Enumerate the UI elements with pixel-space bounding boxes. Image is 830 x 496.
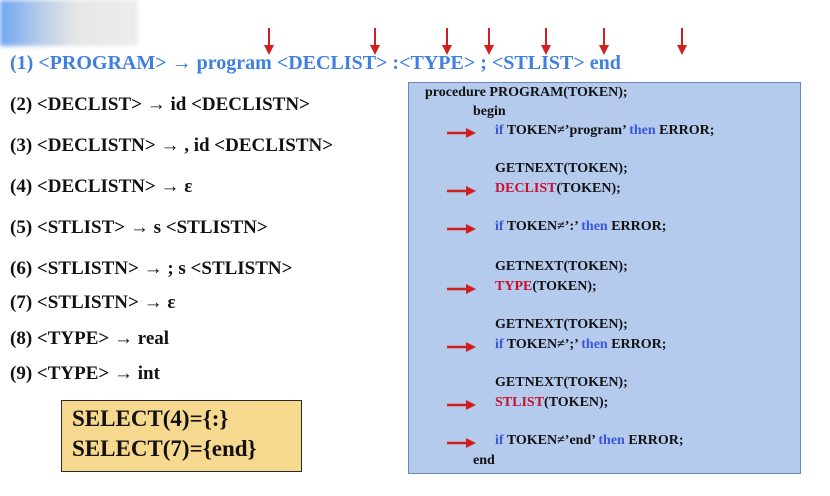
right-arrow-icon: [447, 438, 476, 448]
getnext-line: GETNEXT(TOKEN);: [495, 259, 628, 274]
error-call: ERROR;: [659, 123, 715, 138]
grammar-rule-5: (5) <STLIST> → s <STLISTN>: [10, 217, 268, 238]
call-args: (TOKEN);: [532, 279, 597, 294]
condition-text: TOKEN≠’end’: [506, 433, 595, 448]
check-program-line: if TOKEN≠’program’ then ERROR;: [495, 123, 714, 139]
error-call: ERROR;: [611, 337, 667, 352]
if-keyword: if: [495, 433, 504, 448]
stlist-call-line: STLIST(TOKEN);: [495, 395, 608, 411]
down-arrow-icon: [484, 28, 494, 55]
grammar-rule-7: (7) <STLISTN> → ε: [10, 292, 176, 313]
right-arrow-icon: [447, 342, 476, 352]
then-keyword: then: [581, 337, 608, 352]
procedure-code-panel: procedure PROGRAM(TOKEN); begin if TOKEN…: [408, 82, 801, 474]
down-arrow-icon: [370, 28, 380, 55]
right-arrow-icon: [447, 186, 476, 196]
getnext-line: GETNEXT(TOKEN);: [495, 375, 628, 390]
check-semicolon-line: if TOKEN≠’;’ then ERROR;: [495, 337, 666, 353]
declist-call-line: DECLIST(TOKEN);: [495, 181, 621, 197]
call-args: (TOKEN);: [544, 395, 609, 410]
if-keyword: if: [495, 219, 504, 234]
if-keyword: if: [495, 123, 504, 138]
select-set-line-1: SELECT(4)={:}: [72, 406, 229, 431]
check-end-line: if TOKEN≠’end’ then ERROR;: [495, 433, 684, 449]
down-arrow-icon: [264, 28, 274, 55]
right-arrow-icon: [447, 128, 476, 138]
if-keyword: if: [495, 337, 504, 352]
blurred-logo: [0, 0, 138, 46]
call-args: (TOKEN);: [556, 181, 621, 196]
stlist-call-name: STLIST: [495, 395, 545, 410]
grammar-rule-6: (6) <STLISTN> → ; s <STLISTN>: [10, 258, 293, 279]
select-set-line-2: SELECT(7)={end}: [72, 436, 257, 461]
select-sets-box: SELECT(4)={:} SELECT(7)={end}: [61, 400, 302, 472]
condition-text: TOKEN≠’program’: [506, 123, 626, 138]
begin-keyword: begin: [473, 104, 506, 119]
grammar-rule-3: (3) <DECLISTN> → , id <DECLISTN>: [10, 135, 334, 156]
getnext-line: GETNEXT(TOKEN);: [495, 317, 628, 332]
procedure-header: procedure PROGRAM(TOKEN);: [425, 85, 628, 100]
error-call: ERROR;: [611, 219, 667, 234]
then-keyword: then: [598, 433, 625, 448]
grammar-rule-1: (1) <PROGRAM> → program <DECLIST> :<TYPE…: [10, 52, 621, 74]
type-call-name: TYPE: [495, 279, 533, 294]
grammar-rule-2: (2) <DECLIST> → id <DECLISTN>: [10, 94, 310, 115]
down-arrow-icon: [677, 28, 687, 55]
then-keyword: then: [629, 123, 656, 138]
right-arrow-icon: [447, 224, 476, 234]
right-arrow-icon: [447, 284, 476, 294]
down-arrow-icon: [442, 28, 452, 55]
end-keyword: end: [473, 453, 495, 468]
check-colon-line: if TOKEN≠’:’ then ERROR;: [495, 219, 666, 235]
right-arrow-icon: [447, 400, 476, 410]
getnext-line: GETNEXT(TOKEN);: [495, 161, 628, 176]
down-arrow-icon: [541, 28, 551, 55]
declist-call-name: DECLIST: [495, 181, 557, 196]
grammar-rule-8: (8) <TYPE> → real: [10, 328, 170, 349]
grammar-rule-9: (9) <TYPE> → int: [10, 363, 160, 384]
grammar-rule-4: (4) <DECLISTN> → ε: [10, 176, 193, 197]
type-call-line: TYPE(TOKEN);: [495, 279, 597, 295]
condition-text: TOKEN≠’;’: [506, 337, 578, 352]
then-keyword: then: [581, 219, 608, 234]
condition-text: TOKEN≠’:’: [506, 219, 578, 234]
error-call: ERROR;: [628, 433, 684, 448]
down-arrow-icon: [599, 28, 609, 55]
